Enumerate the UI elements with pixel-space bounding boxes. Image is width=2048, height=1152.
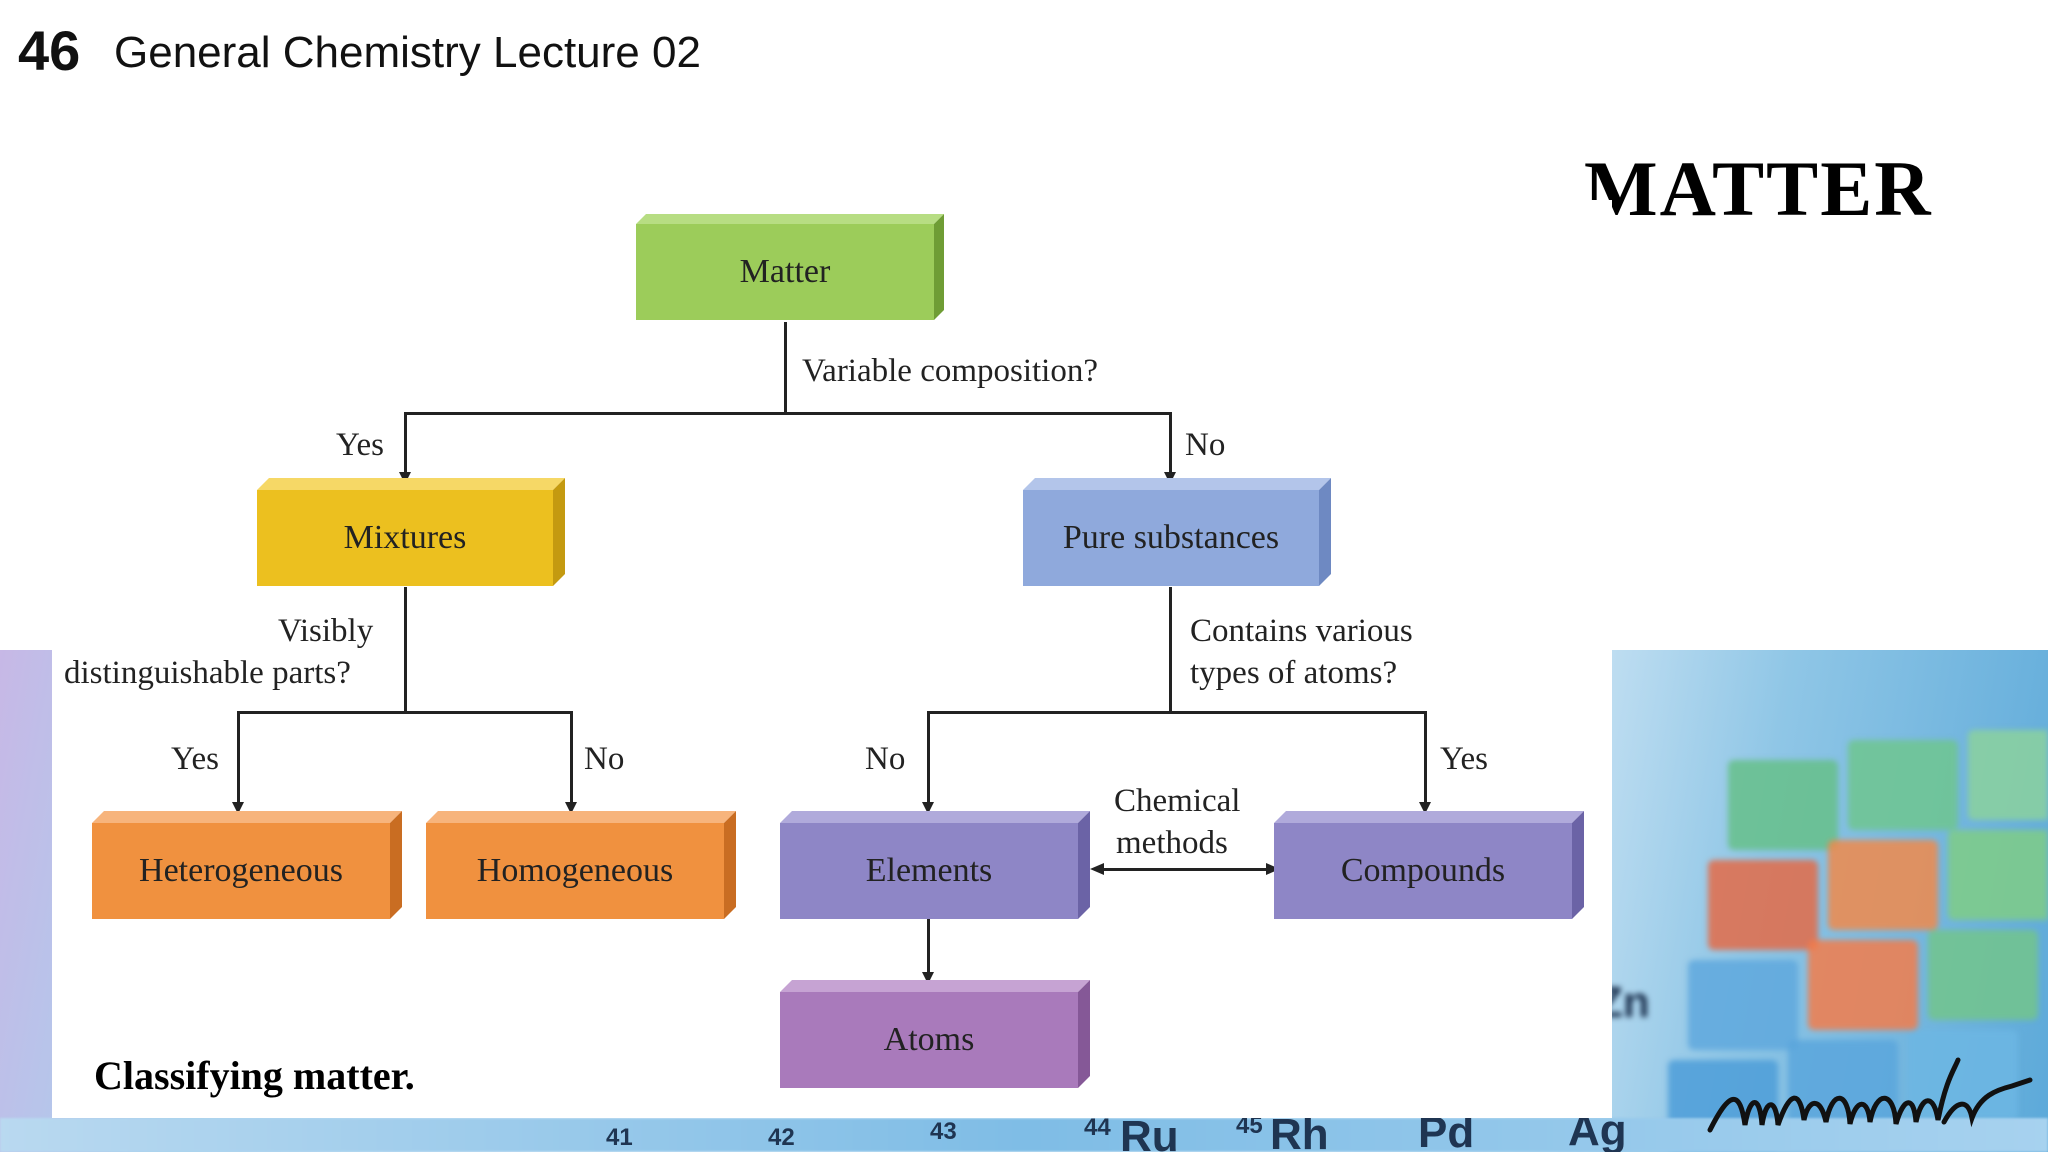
edge-label-no: No bbox=[865, 741, 906, 777]
edge-label-chemical: Chemical bbox=[1114, 783, 1241, 819]
node-atoms-label: Atoms bbox=[883, 1021, 975, 1058]
edge-label-yes: Yes bbox=[1440, 741, 1489, 777]
edge-label-no: No bbox=[584, 741, 625, 777]
node-mixtures-label: Mixtures bbox=[343, 519, 467, 556]
node-heterogeneous bbox=[92, 811, 402, 919]
slide-title: MATTER bbox=[1584, 145, 1933, 232]
figure-caption: Classifying matter. bbox=[94, 1053, 415, 1098]
signature-graphic bbox=[1707, 1057, 2033, 1133]
strip-number: 42 bbox=[768, 1124, 795, 1151]
node-matter bbox=[636, 214, 944, 320]
edge-label-methods: methods bbox=[1116, 825, 1228, 861]
edge-label-yes: Yes bbox=[336, 427, 385, 463]
question-distinguishable: distinguishable parts? bbox=[64, 655, 351, 691]
page-number: 46 bbox=[18, 19, 81, 82]
node-homogeneous-label: Homogeneous bbox=[476, 852, 674, 889]
node-pure-substances bbox=[1023, 478, 1331, 586]
edge-label-yes: Yes bbox=[171, 741, 220, 777]
bottom-strip bbox=[0, 1118, 2048, 1152]
node-elements bbox=[780, 811, 1090, 919]
node-heterogeneous-label: Heterogeneous bbox=[139, 852, 343, 889]
strip-number: 44 bbox=[1084, 1114, 1111, 1141]
lecture-title: General Chemistry Lecture 02 bbox=[114, 28, 701, 77]
question-contains-various: Contains various bbox=[1190, 613, 1413, 649]
node-matter-label: Matter bbox=[739, 253, 831, 290]
question-variable-composition: Variable composition? bbox=[802, 353, 1099, 389]
strip-number: 41 bbox=[606, 1124, 633, 1151]
strip-number: 43 bbox=[930, 1118, 957, 1145]
strip-symbol: Ru bbox=[1120, 1112, 1179, 1152]
node-atoms bbox=[780, 980, 1090, 1088]
node-pure-substances-label: Pure substances bbox=[1062, 519, 1280, 556]
question-types-of-atoms: types of atoms? bbox=[1190, 655, 1398, 691]
diagram-panel bbox=[52, 200, 1612, 1118]
question-visibly: Visibly bbox=[278, 613, 374, 649]
node-mixtures bbox=[257, 478, 565, 586]
node-compounds-label: Compounds bbox=[1340, 852, 1506, 889]
node-homogeneous bbox=[426, 811, 736, 919]
node-elements-label: Elements bbox=[865, 852, 993, 889]
edge-label-no: No bbox=[1185, 427, 1226, 463]
node-compounds bbox=[1274, 811, 1584, 919]
